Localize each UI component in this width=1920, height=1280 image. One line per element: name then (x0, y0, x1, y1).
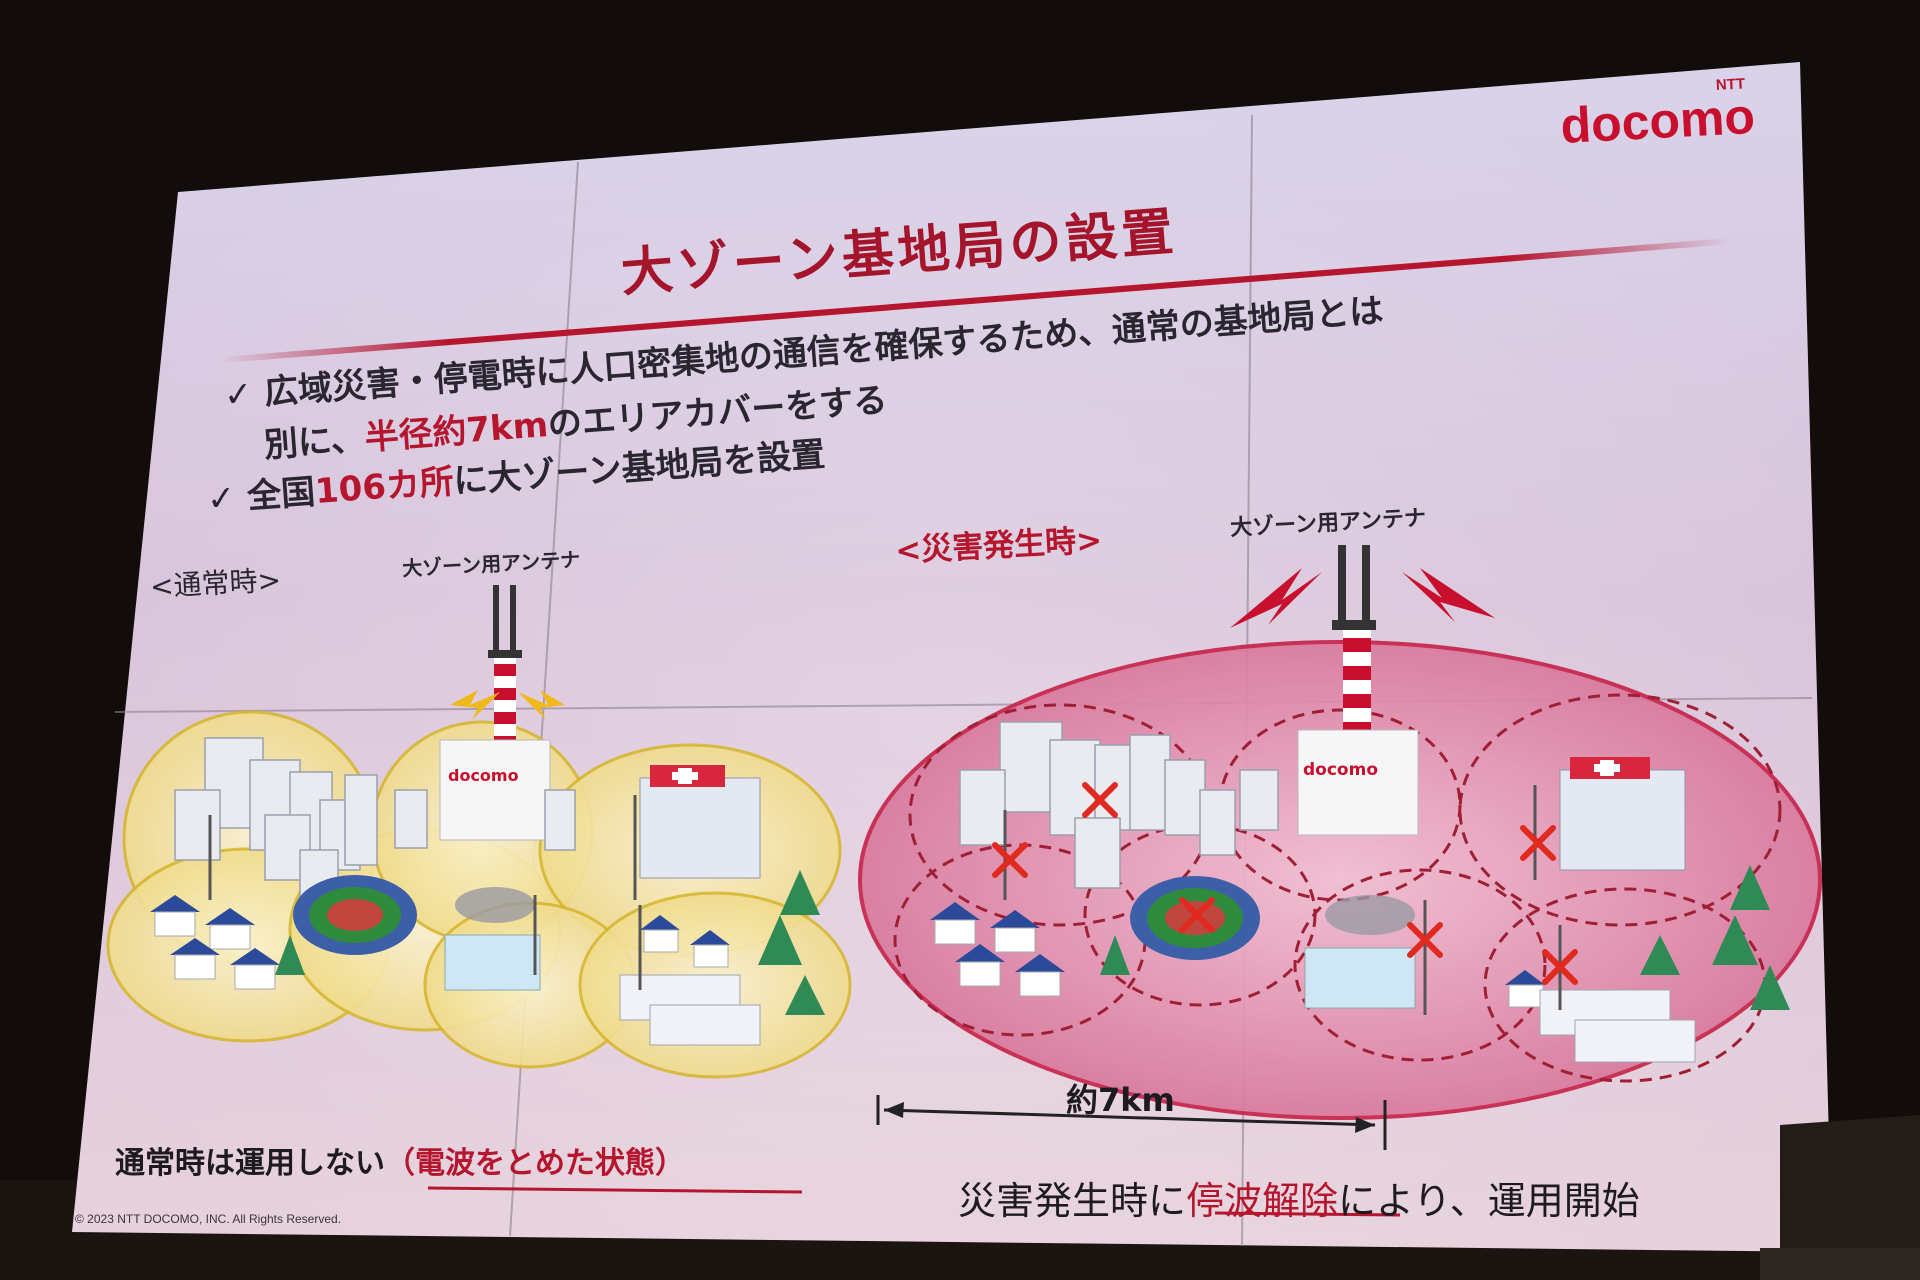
normal-hospital (639, 765, 761, 879)
docomo-logo: NTT docomo (1558, 75, 1757, 155)
normal-docomo-building (439, 739, 551, 841)
disaster-docomo-sign: docomo (1303, 760, 1378, 780)
title-underline (220, 238, 1732, 363)
normal-houses (150, 895, 730, 990)
normal-apartments (619, 974, 761, 1046)
normal-label: <通常時> (149, 563, 282, 604)
disaster-factory (1304, 895, 1416, 1009)
normal-antenna-illustration (450, 585, 565, 758)
disaster-caption-post: により、運用開始 (1338, 1179, 1640, 1223)
normal-stadium (293, 875, 417, 955)
disaster-houses (930, 902, 1545, 1008)
disaster-caption-highlight: 停波解除 (1186, 1179, 1339, 1223)
disaster-caption: 災害発生時に停波解除により、運用開始 (958, 1170, 1640, 1225)
checkmark-icon: ✓ (222, 373, 254, 416)
disaster-docomo-building (1297, 729, 1419, 836)
normal-caption-highlight: （電波をとめた状態） (385, 1146, 685, 1181)
disaster-failed-station-marks (992, 782, 1578, 985)
normal-towers (208, 795, 642, 990)
disaster-hospital (1559, 757, 1686, 871)
checkmark-icon: ✓ (205, 477, 237, 520)
normal-city-buildings (174, 737, 576, 906)
docomo-wordmark: docomo (1559, 87, 1757, 155)
normal-factory (444, 887, 541, 991)
copyright-notice: © 2023 NTT DOCOMO, INC. All Rights Reser… (75, 1212, 342, 1226)
disaster-caption-pre: 災害発生時に (958, 1179, 1187, 1223)
normal-caption-text: 通常時は運用しない (115, 1146, 385, 1181)
normal-docomo-sign: docomo (448, 766, 519, 785)
normal-trees (275, 870, 825, 1015)
disaster-apartments (1539, 989, 1696, 1063)
distance-arrow (876, 1095, 1387, 1150)
normal-caption: 通常時は運用しない（電波をとめた状態） (115, 1138, 685, 1182)
bullet-1-line-2-pre: 別に、 (262, 418, 367, 466)
bullet-2-pre: 全国 (245, 472, 317, 517)
distance-label: 約7km (1066, 1081, 1175, 1119)
disaster-trees (1100, 865, 1790, 1010)
